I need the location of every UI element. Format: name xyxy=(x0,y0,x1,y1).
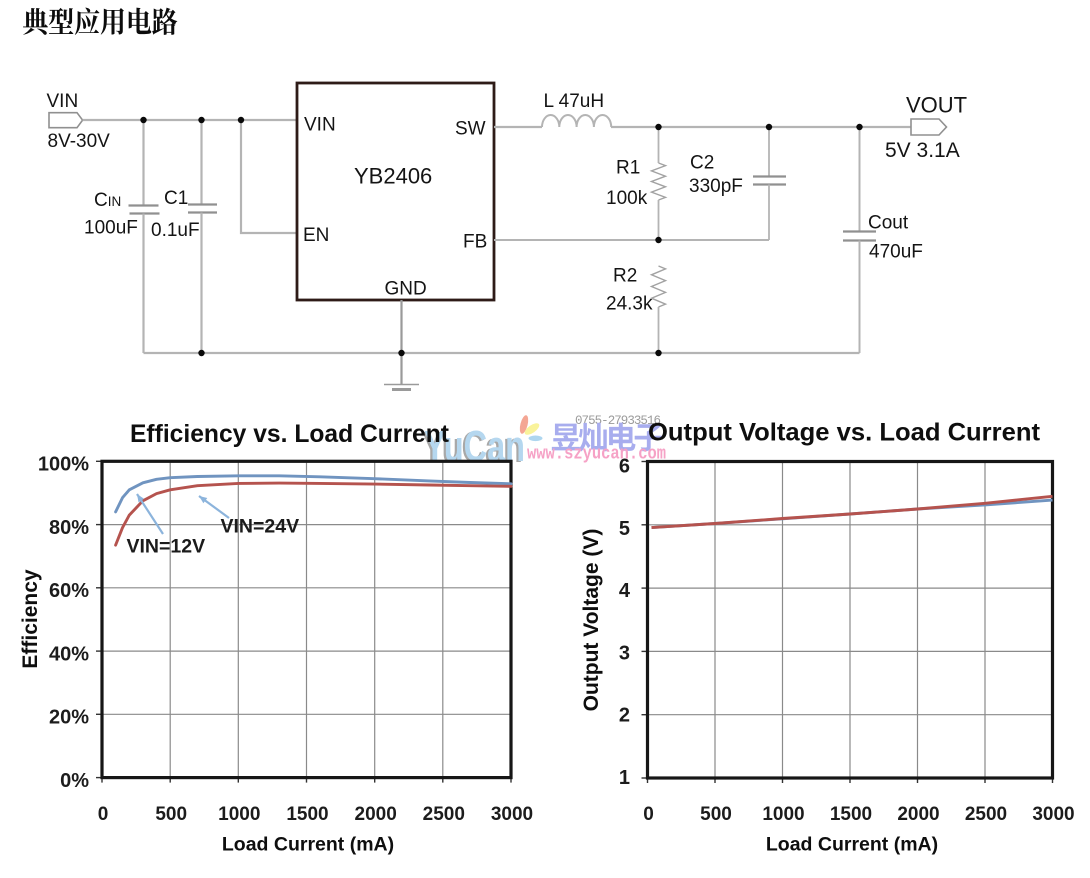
svg-text:80%: 80% xyxy=(49,517,89,539)
svg-text:VOUT: VOUT xyxy=(906,93,967,118)
svg-text:Efficiency: Efficiency xyxy=(19,569,42,669)
svg-text:C1: C1 xyxy=(164,188,188,209)
svg-text:2000: 2000 xyxy=(897,804,939,825)
svg-text:L 47uH: L 47uH xyxy=(544,91,605,112)
svg-text:60%: 60% xyxy=(49,580,89,602)
svg-text:470uF: 470uF xyxy=(869,242,923,263)
svg-text:5V 3.1A: 5V 3.1A xyxy=(885,139,960,162)
svg-text:330pF: 330pF xyxy=(689,176,743,197)
svg-text:C2: C2 xyxy=(690,153,714,174)
svg-text:1500: 1500 xyxy=(830,804,872,825)
svg-text:www.szyucan.com: www.szyucan.com xyxy=(527,445,666,465)
svg-text:3000: 3000 xyxy=(1032,804,1074,825)
svg-text:0.1uF: 0.1uF xyxy=(151,220,200,241)
svg-text:EN: EN xyxy=(303,225,329,246)
svg-text:Load Current (mA): Load Current (mA) xyxy=(222,834,394,856)
svg-text:GND: GND xyxy=(385,279,427,300)
svg-text:Load Current (mA): Load Current (mA) xyxy=(766,834,938,856)
svg-text:0: 0 xyxy=(643,804,654,825)
svg-text:0: 0 xyxy=(98,804,109,825)
svg-text:500: 500 xyxy=(155,804,187,825)
svg-text:2500: 2500 xyxy=(423,804,465,825)
svg-text:VIN: VIN xyxy=(304,115,336,136)
svg-text:VIN=12V: VIN=12V xyxy=(127,536,206,558)
svg-text:500: 500 xyxy=(700,804,732,825)
svg-text:6: 6 xyxy=(619,456,630,478)
svg-text:40%: 40% xyxy=(49,644,89,666)
svg-text:100uF: 100uF xyxy=(84,218,138,239)
svg-text:Cout: Cout xyxy=(868,213,909,234)
svg-text:VIN: VIN xyxy=(47,91,79,112)
svg-text:1000: 1000 xyxy=(762,804,804,825)
svg-text:1500: 1500 xyxy=(286,804,328,825)
svg-text:5: 5 xyxy=(619,518,630,540)
svg-text:FB: FB xyxy=(463,232,487,253)
svg-text:8V-30V: 8V-30V xyxy=(48,131,111,152)
svg-text:VIN=24V: VIN=24V xyxy=(221,516,300,538)
svg-text:Efficiency vs. Load Current: Efficiency vs. Load Current xyxy=(130,420,450,448)
svg-text:3000: 3000 xyxy=(491,804,533,825)
svg-text:R1: R1 xyxy=(616,158,640,179)
svg-text:2: 2 xyxy=(619,705,630,727)
svg-text:4: 4 xyxy=(619,580,631,602)
svg-text:R2: R2 xyxy=(613,266,637,287)
svg-text:2500: 2500 xyxy=(965,804,1007,825)
svg-text:100%: 100% xyxy=(38,454,89,476)
svg-text:CIN: CIN xyxy=(94,190,121,211)
svg-text:0%: 0% xyxy=(60,770,89,792)
svg-text:24.3k: 24.3k xyxy=(606,294,653,315)
svg-text:YB2406: YB2406 xyxy=(354,164,432,189)
svg-text:100k: 100k xyxy=(606,188,648,209)
svg-text:Output Voltage (V): Output Voltage (V) xyxy=(580,529,603,712)
svg-text:SW: SW xyxy=(455,119,486,140)
svg-text:2000: 2000 xyxy=(355,804,397,825)
svg-text:3: 3 xyxy=(619,642,630,664)
svg-text:1: 1 xyxy=(619,767,630,789)
svg-text:Output Voltage vs. Load Curren: Output Voltage vs. Load Current xyxy=(648,419,1041,447)
svg-text:1000: 1000 xyxy=(218,804,260,825)
svg-text:20%: 20% xyxy=(49,707,89,729)
